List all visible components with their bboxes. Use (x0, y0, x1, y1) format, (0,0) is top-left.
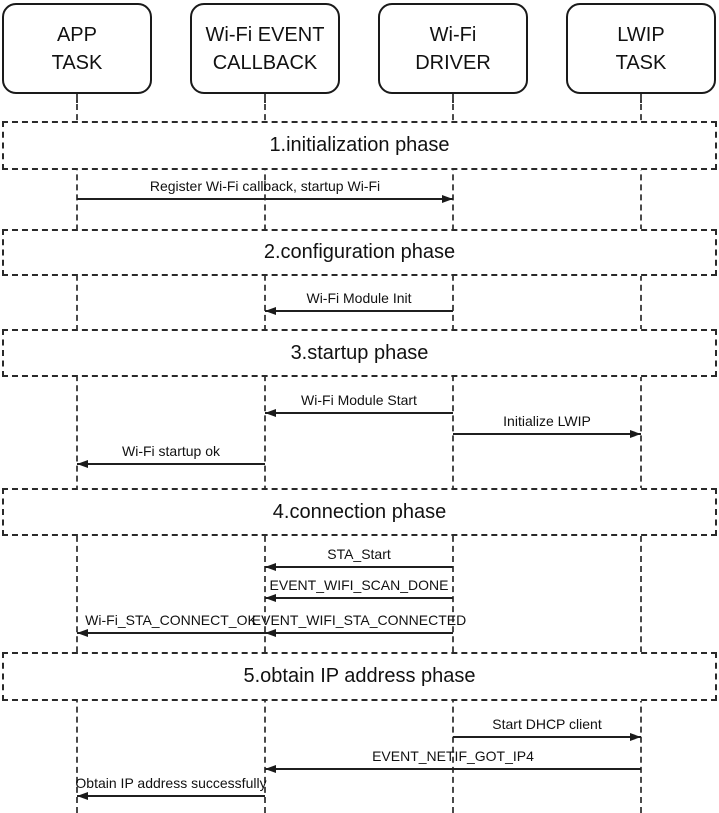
actor-label-app-task: APP TASK (51, 23, 103, 74)
message-label: Register Wi-Fi callback, startup Wi-Fi (149, 178, 381, 194)
actor-box-wifi-driver: Wi-Fi DRIVER (378, 3, 528, 94)
message-label: Initialize LWIP (503, 413, 591, 429)
message-line (453, 433, 641, 435)
message-label: Wi-Fi_STA_CONNECT_OK (85, 612, 257, 628)
phase-box-3: 3.startup phase (2, 329, 717, 377)
arrow-left-icon (77, 628, 88, 637)
actor-label-wifi-driver: Wi-Fi DRIVER (415, 23, 491, 74)
message-label: EVENT_NETIF_GOT_IP4 (372, 748, 534, 764)
phase-box-2: 2.configuration phase (2, 229, 717, 276)
message-line (77, 463, 265, 465)
arrow-left-icon (265, 764, 276, 773)
arrow-left-icon (265, 562, 276, 571)
message-label: EVENT_WIFI_SCAN_DONE (269, 577, 449, 593)
arrow-right-icon (630, 732, 641, 741)
actor-label-wifi-event-callback: Wi-Fi EVENT CALLBACK (205, 23, 325, 74)
arrow-left-icon (265, 593, 276, 602)
lifeline-wifi-event-callback (264, 94, 266, 813)
message-label: STA_Start (327, 546, 391, 562)
message-label: EVENT_WIFI_STA_CONNECTED (251, 612, 467, 628)
phase-title-4: 4.connection phase (272, 500, 447, 523)
actor-box-wifi-event-callback: Wi-Fi EVENT CALLBACK (190, 3, 340, 94)
arrow-left-icon (77, 791, 88, 800)
arrow-right-icon (630, 429, 641, 438)
phase-title-2: 2.configuration phase (263, 241, 456, 263)
phase-title-3: 3.startup phase (290, 341, 429, 364)
phase-title-5: 5.obtain IP address phase (243, 665, 476, 687)
message-label: Wi-Fi Module Start (301, 392, 417, 408)
message-line (265, 566, 453, 568)
message-line (265, 412, 453, 414)
arrow-left-icon (265, 628, 276, 637)
arrow-left-icon (77, 459, 88, 468)
lifeline-wifi-driver (452, 94, 454, 813)
message-line (265, 632, 453, 634)
message-line (265, 768, 641, 770)
actor-label-lwip-task: LWIP TASK (615, 23, 667, 74)
message-label: Obtain IP address successfully (75, 775, 267, 791)
arrow-right-icon (442, 194, 453, 203)
message-label: Start DHCP client (492, 716, 602, 732)
message-line (77, 795, 265, 797)
phase-box-1: 1.initialization phase (2, 121, 717, 170)
actor-box-app-task: APP TASK (2, 3, 152, 94)
phase-title-1: 1.initialization phase (269, 134, 450, 156)
lifeline-lwip-task (640, 94, 642, 813)
actor-box-lwip-task: LWIP TASK (566, 3, 716, 94)
phase-box-4: 4.connection phase (2, 488, 717, 536)
arrow-left-icon (265, 408, 276, 417)
message-label: Wi-Fi startup ok (121, 443, 221, 459)
message-line (77, 632, 265, 634)
arrow-left-icon (265, 306, 276, 315)
message-line (77, 198, 453, 200)
message-line (453, 736, 641, 738)
message-line (265, 310, 453, 312)
message-label: Wi-Fi Module Init (306, 290, 412, 306)
phase-box-5: 5.obtain IP address phase (2, 652, 717, 701)
message-line (265, 597, 453, 599)
lifeline-app-task (76, 94, 78, 813)
